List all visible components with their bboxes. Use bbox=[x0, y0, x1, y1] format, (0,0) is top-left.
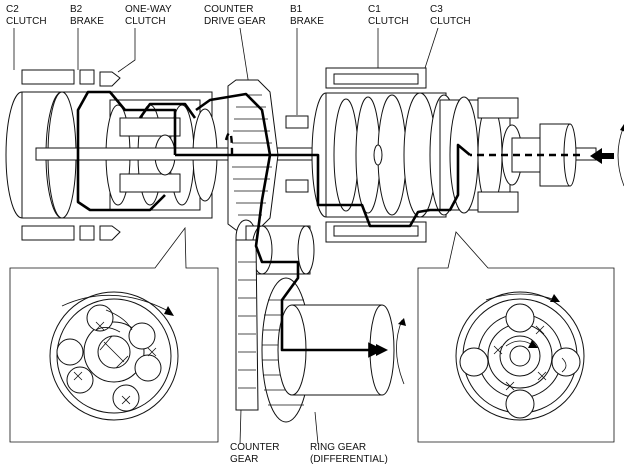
arrow-left-icon bbox=[590, 148, 614, 164]
svg-text:C2: C2 bbox=[6, 4, 19, 15]
label-c3-clutch: C3 CLUTCH bbox=[430, 4, 471, 27]
svg-text:ONE-WAY: ONE-WAY bbox=[125, 4, 172, 15]
svg-text:GEAR: GEAR bbox=[230, 454, 258, 465]
svg-text:B2: B2 bbox=[70, 4, 83, 15]
cross-mark-icon bbox=[493, 325, 547, 391]
rotation-arrow-icon bbox=[617, 124, 624, 187]
svg-text:CLUTCH: CLUTCH bbox=[430, 16, 471, 27]
svg-text:B1: B1 bbox=[290, 4, 303, 15]
cross-mark-icon bbox=[73, 321, 157, 405]
label-c1-clutch: C1 CLUTCH bbox=[368, 4, 409, 27]
svg-text:BRAKE: BRAKE bbox=[290, 16, 324, 27]
label-ring-gear: RING GEAR (DIFFERENTIAL) bbox=[310, 442, 388, 465]
svg-text:CLUTCH: CLUTCH bbox=[125, 16, 166, 27]
power-flow-path bbox=[76, 90, 580, 358]
label-b2-brake: B2 BRAKE bbox=[70, 4, 104, 27]
svg-text:CLUTCH: CLUTCH bbox=[368, 16, 409, 27]
rotation-arrow-icon bbox=[396, 318, 406, 385]
label-counter-drive-gear: COUNTER DRIVE GEAR bbox=[204, 4, 266, 27]
svg-text:CLUTCH: CLUTCH bbox=[6, 16, 47, 27]
label-c2-clutch: C2 CLUTCH bbox=[6, 4, 47, 27]
b2-brake-pack bbox=[79, 69, 121, 241]
svg-text:C3: C3 bbox=[430, 4, 443, 15]
counter-gear-assembly bbox=[235, 219, 315, 411]
callout-left-planetary bbox=[9, 226, 219, 443]
svg-text:RING GEAR: RING GEAR bbox=[310, 442, 366, 453]
label-counter-gear: COUNTER GEAR bbox=[230, 442, 279, 465]
svg-text:COUNTER: COUNTER bbox=[204, 4, 253, 15]
svg-text:DRIVE GEAR: DRIVE GEAR bbox=[204, 16, 266, 27]
arrow-right-icon bbox=[376, 344, 388, 356]
svg-text:COUNTER: COUNTER bbox=[230, 442, 279, 453]
svg-text:(DIFFERENTIAL): (DIFFERENTIAL) bbox=[310, 454, 388, 465]
callout-right-clutch bbox=[417, 231, 615, 443]
label-one-way-clutch: ONE-WAY CLUTCH bbox=[125, 4, 172, 27]
svg-text:BRAKE: BRAKE bbox=[70, 16, 104, 27]
label-b1-brake: B1 BRAKE bbox=[290, 4, 324, 27]
b1-brake-pack bbox=[285, 115, 309, 193]
c1-clutch-housing bbox=[311, 67, 459, 243]
svg-text:C1: C1 bbox=[368, 4, 381, 15]
